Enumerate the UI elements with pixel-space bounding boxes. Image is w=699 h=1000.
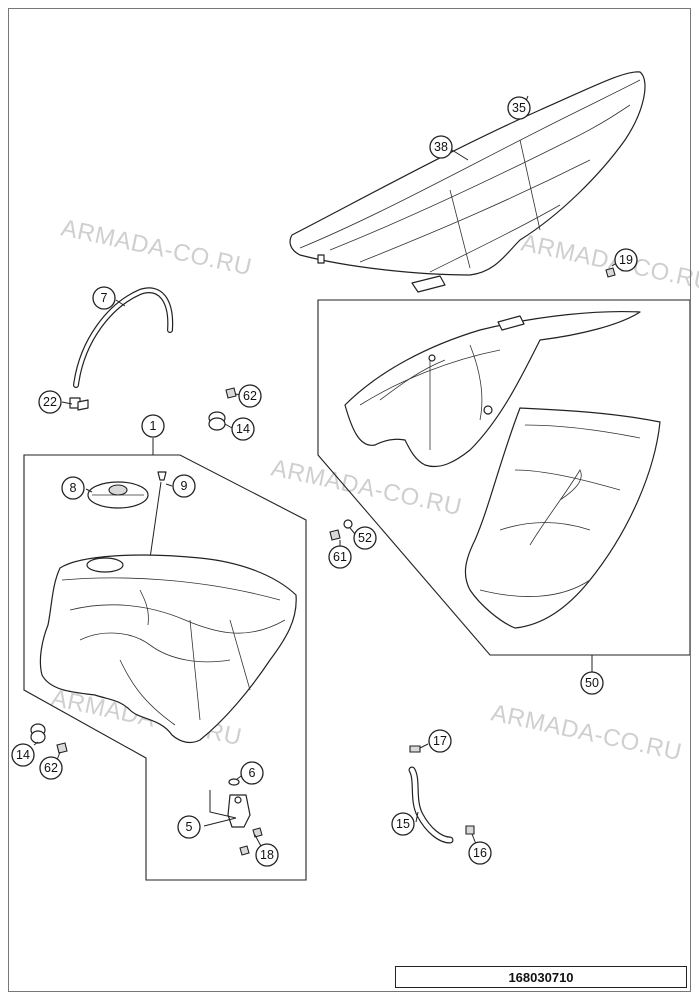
screw-icon bbox=[225, 387, 237, 399]
watermark: ARMADA-CO.RU bbox=[59, 214, 254, 281]
screw-icon bbox=[56, 742, 68, 754]
callout-8: 8 bbox=[61, 476, 85, 500]
fuel-tank-icon bbox=[39, 554, 297, 744]
watermark: ARMADA-CO.RU bbox=[519, 229, 699, 296]
callout-label: 17 bbox=[433, 734, 447, 748]
callout-9: 9 bbox=[172, 474, 196, 498]
callout-label: 52 bbox=[358, 531, 372, 545]
callout-label: 6 bbox=[249, 766, 256, 780]
callout-label: 35 bbox=[512, 101, 526, 115]
callout-label: 14 bbox=[16, 748, 30, 762]
callout-50: 50 bbox=[580, 671, 604, 695]
seat-icon bbox=[289, 71, 646, 293]
callout-label: 5 bbox=[186, 820, 193, 834]
callout-label: 38 bbox=[434, 140, 448, 154]
callout-62: 62 bbox=[39, 756, 63, 780]
tank-assembly-frame bbox=[23, 454, 307, 881]
screw-icon bbox=[605, 267, 616, 278]
fuel-hose-icon bbox=[73, 287, 174, 388]
callout-19: 19 bbox=[614, 248, 638, 272]
callout-label: 18 bbox=[260, 848, 274, 862]
callout-label: 1 bbox=[150, 419, 157, 433]
callout-label: 9 bbox=[181, 479, 188, 493]
screw-icon bbox=[329, 529, 341, 541]
screw-icon bbox=[239, 827, 263, 856]
callout-label: 8 bbox=[70, 481, 77, 495]
callout-38: 38 bbox=[429, 135, 453, 159]
radiator-spoiler-icon bbox=[344, 310, 641, 468]
callout-22: 22 bbox=[38, 390, 62, 414]
callout-label: 16 bbox=[473, 846, 487, 860]
callout-15: 15 bbox=[391, 812, 415, 836]
spoiler-assembly-frame bbox=[317, 299, 691, 656]
document-number: 168030710 bbox=[395, 966, 687, 988]
rubber-bushing-icon bbox=[30, 723, 46, 744]
hose-clamp-icon bbox=[465, 825, 475, 835]
callout-16: 16 bbox=[468, 841, 492, 865]
washer-icon bbox=[343, 519, 353, 529]
callout-label: 61 bbox=[333, 550, 347, 564]
callout-17: 17 bbox=[428, 729, 452, 753]
callout-6: 6 bbox=[240, 761, 264, 785]
radiator-spoiler-icon bbox=[464, 407, 661, 629]
callout-62: 62 bbox=[238, 384, 262, 408]
callout-label: 22 bbox=[43, 395, 57, 409]
callout-5: 5 bbox=[177, 815, 201, 839]
callout-label: 62 bbox=[243, 389, 257, 403]
callout-label: 14 bbox=[236, 422, 250, 436]
rubber-bushing-icon bbox=[208, 411, 226, 431]
callout-7: 7 bbox=[92, 286, 116, 310]
callout-label: 50 bbox=[585, 676, 599, 690]
callout-61: 61 bbox=[328, 545, 352, 569]
callout-label: 19 bbox=[619, 253, 633, 267]
fuel-tap-icon bbox=[227, 794, 251, 828]
o-ring-icon bbox=[228, 778, 240, 786]
callout-14: 14 bbox=[231, 417, 255, 441]
tank-cap-icon bbox=[87, 481, 149, 509]
callout-1: 1 bbox=[141, 414, 165, 438]
callout-label: 7 bbox=[101, 291, 108, 305]
hose-clamp-icon bbox=[409, 745, 421, 753]
callout-52: 52 bbox=[353, 526, 377, 550]
callout-label: 62 bbox=[44, 761, 58, 775]
fuel-line-icon bbox=[408, 766, 454, 844]
callout-18: 18 bbox=[255, 843, 279, 867]
watermark: ARMADA-CO.RU bbox=[489, 699, 684, 766]
hose-elbow-icon bbox=[69, 397, 89, 411]
callout-35: 35 bbox=[507, 96, 531, 120]
callout-14: 14 bbox=[11, 743, 35, 767]
callout-label: 15 bbox=[396, 817, 410, 831]
